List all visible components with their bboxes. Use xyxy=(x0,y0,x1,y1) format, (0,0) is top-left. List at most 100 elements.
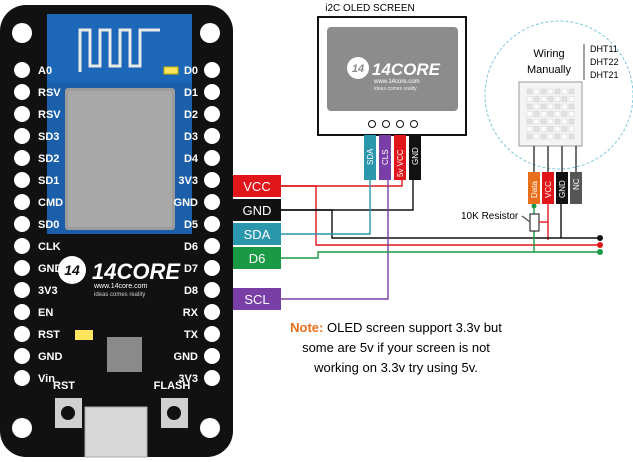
scl-wire xyxy=(281,180,389,300)
sensor-grille-cell xyxy=(540,118,547,125)
sensor-pin-data xyxy=(528,172,540,204)
d6-end-dot xyxy=(597,249,603,255)
left-pin-label: Vin xyxy=(38,373,55,385)
left-pin-label: SD2 xyxy=(38,153,59,165)
right-pin-hole xyxy=(204,370,220,386)
left-pin-hole xyxy=(14,128,30,144)
right-pin-label: TX xyxy=(184,329,199,341)
sensor-grille-cell xyxy=(547,111,554,117)
left-pin-hole xyxy=(14,172,30,188)
left-pin-hole xyxy=(14,304,30,320)
board-logo-badge xyxy=(58,256,86,284)
sensor-grille-cell xyxy=(526,96,533,102)
usb-chip xyxy=(107,337,142,372)
sensor-grille-cell xyxy=(547,118,554,125)
sensor-grille-cell xyxy=(547,126,554,132)
resistor-pointer xyxy=(521,215,531,223)
left-pin-hole xyxy=(14,106,30,122)
left-pin-hole xyxy=(14,62,30,78)
left-pin-hole xyxy=(14,84,30,100)
rst-button[interactable] xyxy=(61,406,75,420)
d6-label: D6 xyxy=(249,251,266,266)
sensor-grille-cell xyxy=(547,103,554,110)
right-pin-hole xyxy=(204,128,220,144)
sensor-grille-cell xyxy=(561,88,568,95)
left-pin-header: A0RSVRSVSD3SD2SD1CMDSD0CLKGND3V3ENRSTGND… xyxy=(14,62,63,386)
sensor-grille-cell xyxy=(540,96,547,102)
left-pin-label: SD0 xyxy=(38,219,59,231)
mount-hole-tr xyxy=(200,23,220,43)
gnd-end-dot xyxy=(597,235,603,241)
sensor-grille-cell xyxy=(533,96,540,102)
sensor-pin-gnd-label: GND xyxy=(558,180,567,198)
left-pin-label: SD1 xyxy=(38,175,59,187)
sensor-pin-vcc xyxy=(542,172,554,204)
d6-wire xyxy=(281,251,600,259)
right-pin-label: GND xyxy=(174,197,199,209)
sensor-grille-cell xyxy=(533,103,540,110)
left-pin-hole xyxy=(14,238,30,254)
sensor-grille-cell xyxy=(540,133,547,140)
right-pin-label: GND xyxy=(174,351,199,363)
left-pin-label: GND xyxy=(38,351,63,363)
note-line2: some are 5v if your screen is not xyxy=(302,340,490,355)
sensor-grille-cell xyxy=(561,96,568,102)
oled-pin-hole-3 xyxy=(396,120,404,128)
sensor-pin-vcc-label: VCC xyxy=(544,181,553,198)
sensor-grille-cell xyxy=(568,133,575,140)
sensor-grille-cell xyxy=(526,118,533,125)
sda-label-box xyxy=(233,223,281,245)
oled-pin-gnd-label: GND xyxy=(411,147,420,165)
wiring-label-line2: Manually xyxy=(527,64,572,76)
sensor-highlight-circle xyxy=(484,20,633,170)
right-pin-label: D5 xyxy=(184,219,198,231)
data-junction-dot xyxy=(531,203,537,209)
right-pin-hole xyxy=(204,150,220,166)
sensor-grille-cell xyxy=(554,133,561,140)
oled-logo-badge xyxy=(347,57,369,79)
sensor-grille-cell xyxy=(540,103,547,110)
board-logo-text: 14CORE xyxy=(92,259,181,284)
vcc-label: VCC xyxy=(243,179,270,194)
sensor-grille-cell xyxy=(561,118,568,125)
right-pin-hole xyxy=(204,172,220,188)
sensor-grille-cell xyxy=(554,118,561,125)
sensor-grille-cell xyxy=(533,111,540,117)
oled-pin-cls xyxy=(379,135,391,180)
sensor-grille-cell xyxy=(533,126,540,132)
right-pin-hole xyxy=(204,194,220,210)
right-pin-hole xyxy=(204,326,220,342)
d6-label-box xyxy=(233,247,281,269)
flash-button[interactable] xyxy=(167,406,181,420)
oled-module: i2C OLED SCREEN 14 14CORE www.14core.com… xyxy=(317,3,467,180)
sensor-model-1: DHT11 xyxy=(590,44,618,54)
gnd-label-box xyxy=(233,199,281,221)
left-pin-hole xyxy=(14,260,30,276)
left-pin-hole xyxy=(14,348,30,364)
sensor-grille-cell xyxy=(561,133,568,140)
sensor-grille-cell xyxy=(540,126,547,132)
scl-label: SCL xyxy=(244,292,269,307)
left-pin-label: RSV xyxy=(38,109,61,121)
sensor-grille-cell xyxy=(526,88,533,95)
vcc-label-box xyxy=(233,175,281,197)
left-pin-label: SD3 xyxy=(38,131,59,143)
board-logo-tagline: ideas comes reality xyxy=(94,292,145,298)
antenna-trace xyxy=(78,28,160,72)
sensor-grille-cell xyxy=(526,103,533,110)
sensor-model-3: DHT21 xyxy=(590,70,619,80)
left-pin-hole xyxy=(14,150,30,166)
oled-screen xyxy=(327,27,458,111)
sensor-grille-cell xyxy=(554,111,561,117)
oled-pin-vcc-label: 5v VCC xyxy=(396,149,405,177)
sensor-grille-cell xyxy=(561,103,568,110)
sensor-grille-cell xyxy=(561,126,568,132)
oled-logo-url: www.14core.com xyxy=(373,79,420,85)
sensor-grille-cell xyxy=(547,88,554,95)
sensor-grille-cell xyxy=(533,133,540,140)
sensor-pin-nc xyxy=(570,172,582,204)
scl-label-box xyxy=(233,288,281,310)
left-pin-hole xyxy=(14,370,30,386)
note-line1: Note: OLED screen support 3.3v but xyxy=(290,320,502,335)
mount-hole-bl xyxy=(12,418,32,438)
